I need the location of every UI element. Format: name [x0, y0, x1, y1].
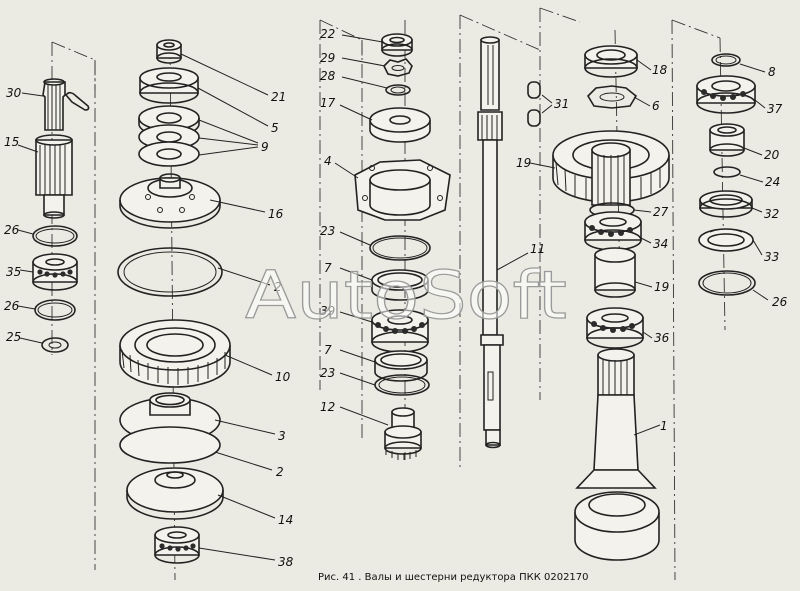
part-23-ring-upper: [339, 231, 431, 261]
part-12-sprocket: [339, 406, 422, 460]
label-22: 22: [320, 27, 335, 41]
part-20-bushing: [709, 123, 763, 157]
part-18-nut: [584, 45, 652, 78]
part-21-nut: [156, 39, 269, 96]
label-30: 30: [6, 86, 22, 100]
part-15-pinion-shaft: [17, 78, 73, 219]
label-6: 6: [652, 99, 660, 113]
label-37: 37: [767, 102, 783, 116]
watermark-text: AutoSoft: [245, 257, 567, 334]
label-32: 32: [764, 207, 779, 221]
assembly-axes: [51, 7, 726, 581]
label-1: 1: [660, 419, 668, 433]
part-32-cup: [699, 190, 763, 218]
label-8: 8: [768, 65, 776, 79]
label-7-a: 7: [324, 261, 332, 275]
label-17: 17: [320, 96, 336, 110]
part-25-washer: [19, 337, 69, 353]
label-15: 15: [4, 135, 19, 149]
part-28-ring: [341, 76, 411, 96]
part-33-seal: [698, 228, 763, 256]
part-17-cover: [339, 104, 431, 143]
label-26-b: 26: [4, 299, 20, 313]
label-21: 21: [271, 90, 286, 104]
part-37-bearing: [696, 75, 766, 114]
label-26-c: 26: [772, 295, 788, 309]
part-31-keys: [527, 81, 553, 127]
label-33: 33: [764, 250, 779, 264]
part-34-bearing: [584, 211, 652, 251]
part-6-lock-washer: [586, 85, 651, 109]
part-11-long-shaft: [477, 36, 529, 449]
part-10-gear: [119, 319, 273, 388]
label-5: 5: [271, 121, 279, 135]
label-10: 10: [275, 370, 291, 384]
label-2-a: 2: [274, 280, 282, 294]
label-34: 34: [653, 237, 668, 251]
label-3: 3: [278, 429, 286, 443]
label-7-b: 7: [324, 343, 332, 357]
part-22-nut: [341, 33, 413, 57]
label-11: 11: [530, 242, 545, 256]
figure-caption: Рис. 41 . Валы и шестерни редуктора ПКК …: [318, 572, 589, 583]
part-24-ring: [713, 166, 764, 183]
label-35: 35: [6, 265, 21, 279]
label-23-a: 23: [320, 224, 335, 238]
part-4-housing: [334, 159, 451, 221]
label-4: 4: [324, 154, 332, 168]
label-20: 20: [764, 148, 780, 162]
part-1-output-shaft: [574, 348, 661, 561]
part-26-ring-right: [698, 270, 769, 301]
label-16: 16: [268, 207, 284, 221]
part-14-hub-disc: [126, 467, 276, 520]
part-23-ring-lower: [339, 372, 430, 396]
part-8-ring: [711, 53, 766, 73]
part-35-bearing: [19, 253, 78, 291]
part-16-flange-disc: [119, 173, 266, 229]
label-18: 18: [652, 63, 668, 77]
label-36: 36: [654, 331, 670, 345]
label-26-a: 26: [4, 223, 20, 237]
part-7-ring-upper: [339, 267, 429, 301]
part-29-lock-washer: [341, 57, 413, 77]
label-31: 31: [554, 97, 569, 111]
part-labels: 30 15 26 35 26 25 21 5 9 16 2 10 3 2 14 …: [4, 27, 788, 569]
part-9-washers: [138, 105, 259, 167]
label-39: 39: [320, 304, 335, 318]
part-38-bearing: [154, 526, 276, 564]
label-19-b: 19: [654, 280, 669, 294]
part-36-bearing: [586, 307, 653, 349]
label-12: 12: [320, 400, 335, 414]
part-2-shim-upper: [117, 247, 271, 297]
part-19-bushing: [594, 247, 653, 298]
part-2-shim-lower: [119, 426, 273, 471]
part-7-ring-lower: [339, 349, 428, 382]
label-29: 29: [320, 51, 335, 65]
part-5-hub: [139, 67, 269, 127]
label-38: 38: [278, 555, 294, 569]
part-19-gear: [529, 130, 670, 206]
label-24: 24: [765, 175, 780, 189]
label-2-b: 2: [276, 465, 284, 479]
label-27: 27: [653, 205, 669, 219]
part-26-ring-lower: [17, 299, 76, 321]
part-26-ring-upper: [17, 225, 78, 247]
label-14: 14: [278, 513, 293, 527]
part-39-bearing: [339, 309, 429, 353]
label-28: 28: [320, 69, 336, 83]
label-9: 9: [261, 140, 269, 154]
label-19-a: 19: [516, 156, 531, 170]
label-25: 25: [6, 330, 21, 344]
label-23-b: 23: [320, 366, 335, 380]
